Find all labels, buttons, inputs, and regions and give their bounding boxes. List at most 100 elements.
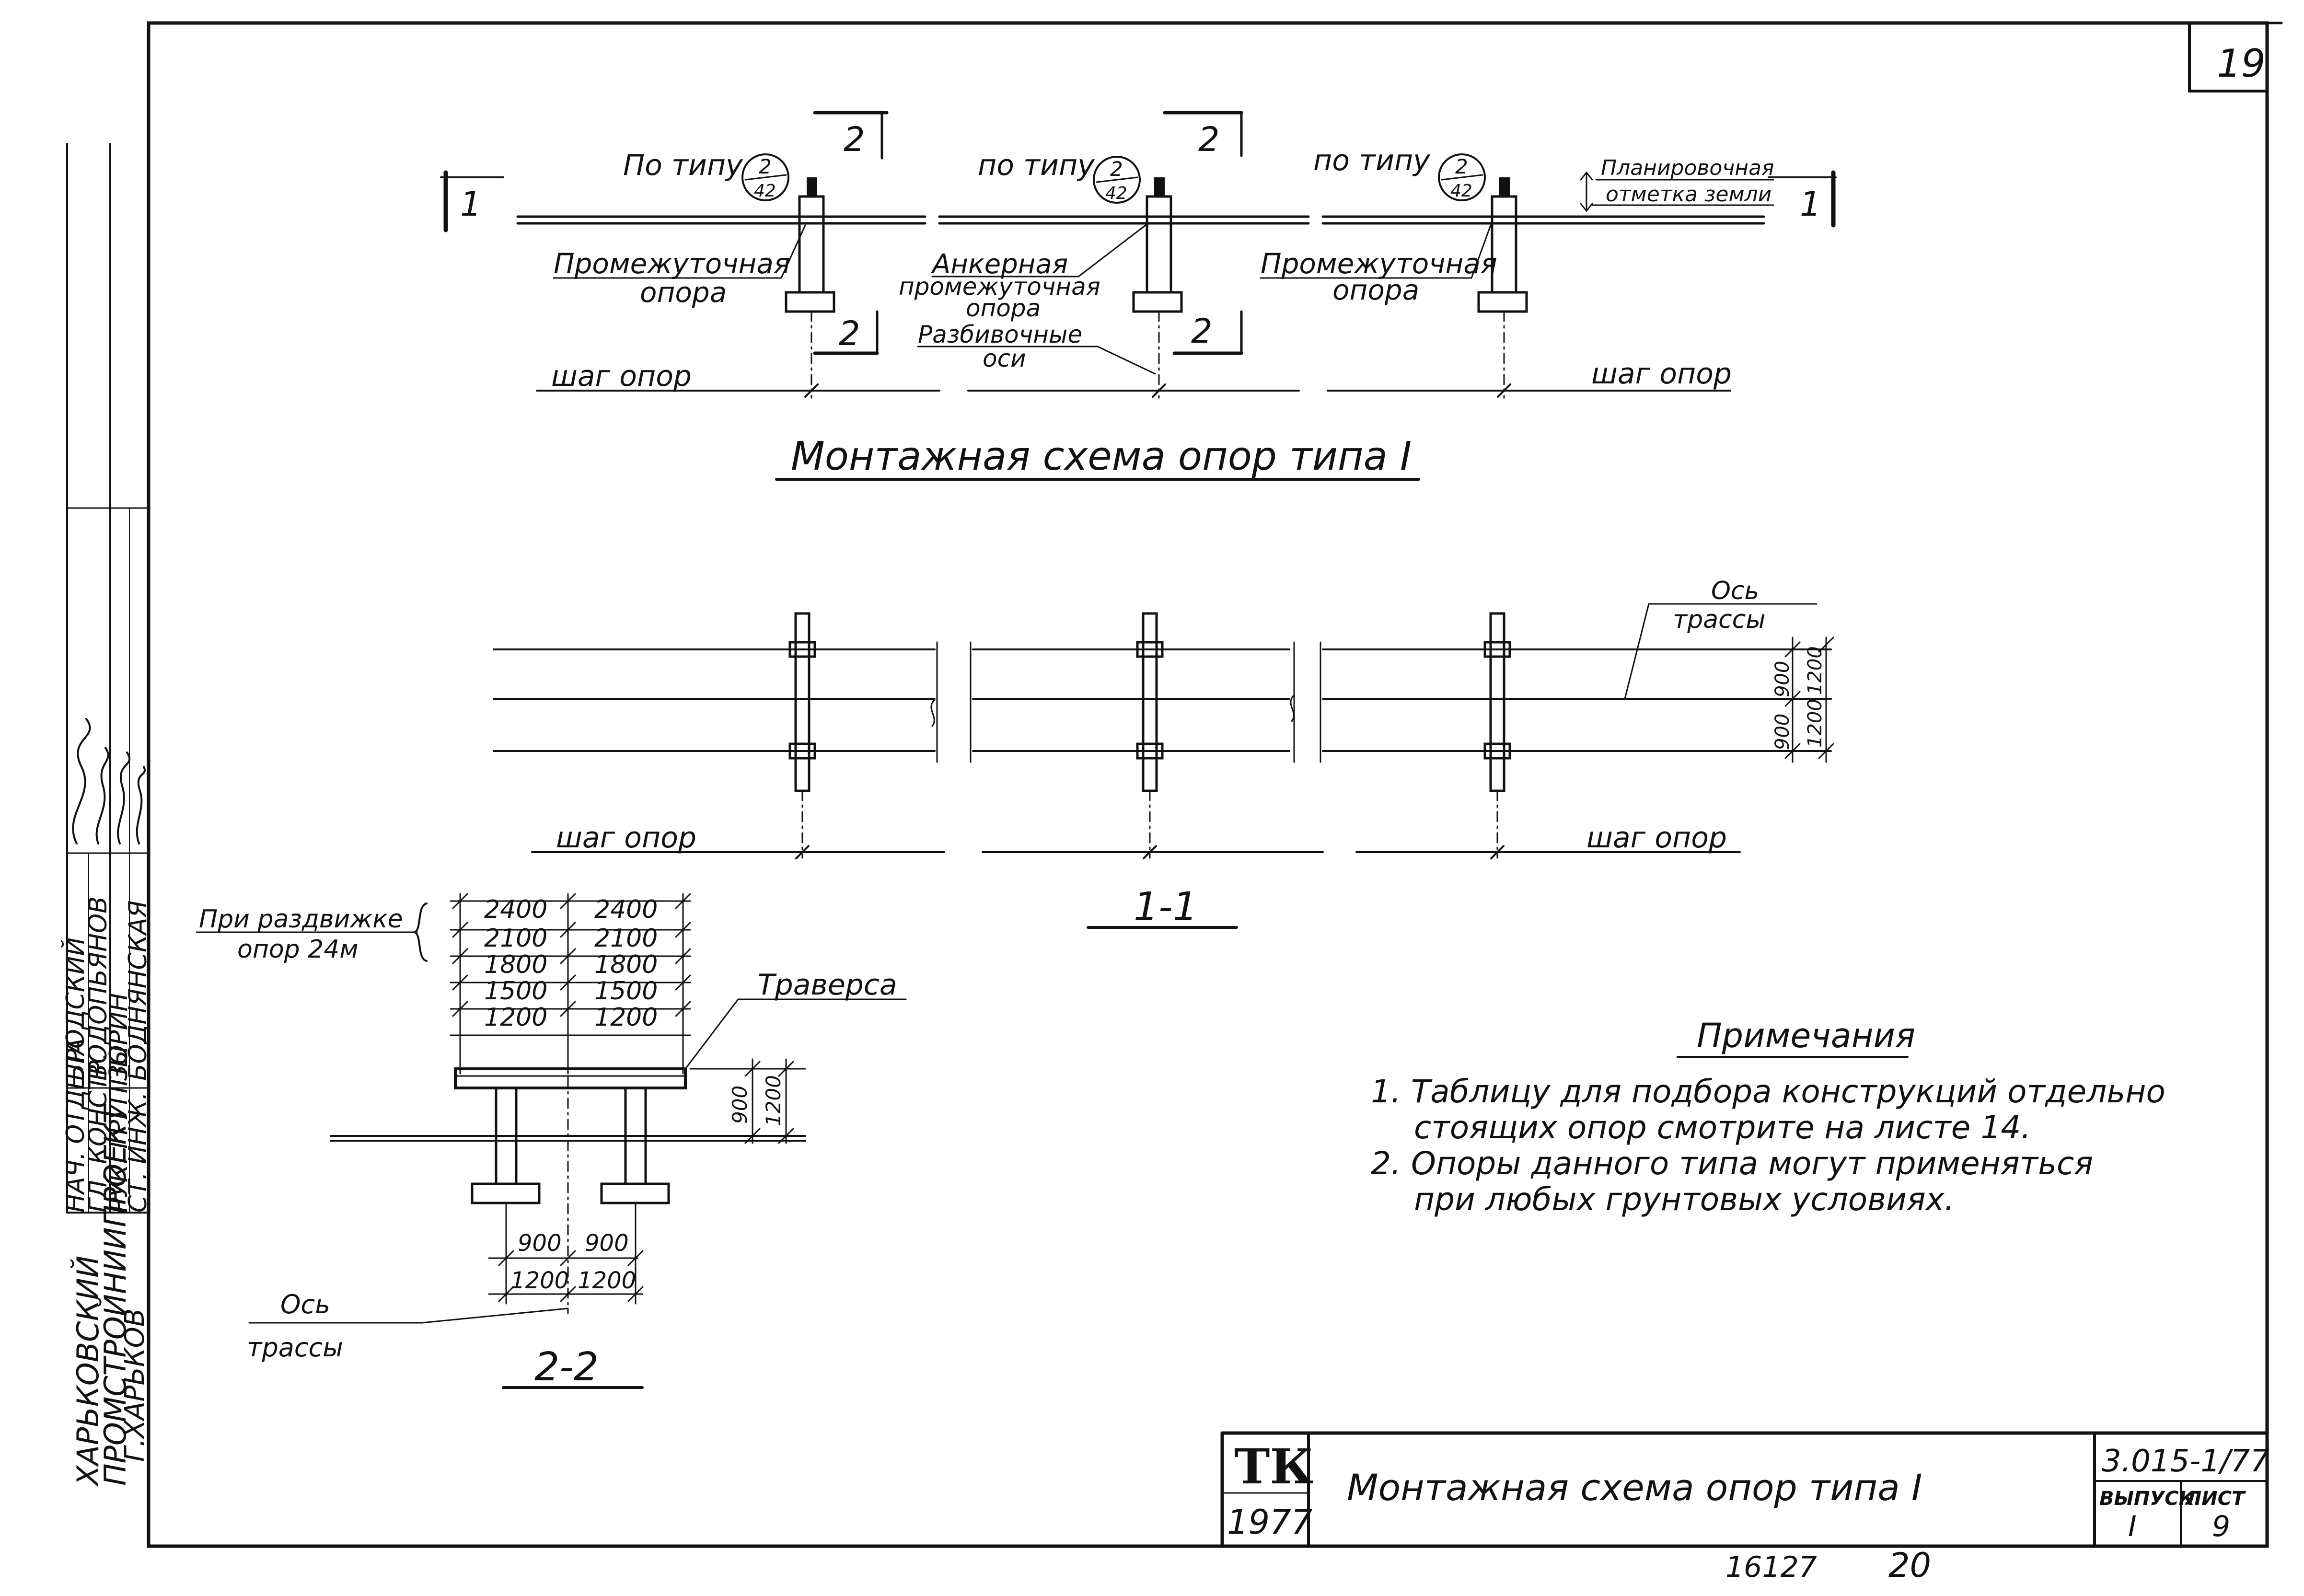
role-1: НАЧ. ОТДЕЛА — [61, 1038, 90, 1213]
s11-dim-1200-b: 1200 — [1804, 699, 1826, 748]
intermediate-support-label-a: Промежуточная — [554, 247, 790, 280]
left-stamp: НАЧ. ОТДЕЛА ГЛ. КОНСТР. РУК. ГРУППЫ СТ. … — [61, 143, 152, 1487]
s11-axis-label-a: Ось — [1711, 577, 1759, 605]
section-2-2: При раздвижке опор 24м 2400 2100 1800 15… — [196, 893, 907, 1390]
s22-horiz-dims — [488, 1250, 644, 1302]
role-2: ГЛ. КОНСТР. — [84, 1052, 113, 1213]
s22-dim-l-2100: 2100 — [484, 924, 547, 953]
plan-pitch-dims: шаг опор шаг опор — [536, 357, 1732, 398]
s22-dim-r-2100: 2100 — [594, 924, 658, 953]
traverse-label: Траверса — [757, 968, 897, 1002]
axes-label-a: Разбивочные — [918, 321, 1082, 348]
s22-dim-r-1500: 1500 — [594, 977, 658, 1006]
plan-section-2-b: 2 — [839, 314, 860, 353]
stamp-number-1: 16127 — [1725, 1550, 1817, 1584]
callout-2-num: 2 — [1110, 157, 1123, 181]
stamp-number-2: 20 — [1888, 1546, 1931, 1585]
plan-section-2-d: 2 — [1191, 312, 1213, 351]
axes-label-b: оси — [983, 345, 1026, 372]
s22-dim-1200-right: 1200 — [578, 1267, 636, 1294]
anchor-label-a: Анкерная — [931, 249, 1068, 280]
plan-pitch-right: шаг опор — [1591, 357, 1732, 391]
s22-dim-900-right: 900 — [585, 1230, 629, 1257]
callout-2-sheet: 42 — [1105, 184, 1127, 203]
s22-axis-label-b: трассы — [247, 1332, 343, 1363]
plan-section-2-a: 2 — [844, 120, 865, 159]
note-line-2: стоящих опор смотрите на листе 14. — [1414, 1109, 2031, 1146]
note-line-4: при любых грунтовых условиях. — [1414, 1181, 1955, 1218]
anchor-label-b: промежуточная — [899, 273, 1100, 301]
frame-2 — [1136, 612, 1164, 859]
s22-axis-label-a: Ось — [280, 1289, 330, 1319]
sheet-title: Монтажная схема опор типа I — [1347, 1466, 1922, 1509]
issue-value: I — [2128, 1510, 2137, 1543]
name-1: БРОДСКИЙ — [61, 937, 90, 1081]
sheet-label: ЛИСТ — [2185, 1488, 2246, 1510]
notes-heading: Примечания — [1697, 1016, 1915, 1055]
s11-axis-label-b: трассы — [1673, 605, 1765, 634]
s22-dim-900-left: 900 — [518, 1230, 562, 1257]
s22-dim-r-1800: 1800 — [594, 950, 658, 979]
grade-label-b: отметка земли — [1606, 182, 1771, 207]
s22-dim-900-vert: 900 — [728, 1086, 752, 1124]
org-city: Г.ХАРЬКОВ — [119, 1308, 151, 1462]
by-type-label-2: по типу — [978, 149, 1095, 182]
s22-dim-1200-vert: 1200 — [762, 1075, 785, 1126]
signatures — [72, 718, 146, 844]
s22-dim-r-2400: 2400 — [594, 895, 658, 924]
section-1-1: Ось трассы 900 900 1200 1200 шаг опор ша… — [493, 577, 1834, 930]
intermediate-support-label-b: опора — [640, 276, 727, 309]
s11-label: 1-1 — [1134, 884, 1198, 930]
s22-dim-l-1800: 1800 — [484, 950, 547, 979]
plan-support-3 — [1477, 177, 1528, 399]
s11-dims — [1784, 636, 1834, 763]
plan-section-1-left: 1 — [460, 185, 482, 224]
plan-view: 1 1 2 — [440, 111, 1837, 481]
plan-section-2-c: 2 — [1198, 120, 1220, 159]
title-block: ТК 1977 Монтажная схема опор типа I 3.01… — [1220, 1431, 2269, 1585]
callout-1-sheet: 42 — [754, 181, 776, 201]
by-type-label-3: по типу — [1313, 144, 1431, 177]
s22-dim-1200-left: 1200 — [510, 1267, 569, 1294]
role-3: РУК. ГРУППЫ — [104, 1046, 133, 1213]
frame-1 — [788, 612, 816, 859]
s22-dim-l-1500: 1500 — [484, 977, 547, 1006]
name-3: ЗОРИН — [104, 993, 133, 1081]
intermediate-support-label-c: Промежуточная — [1261, 247, 1497, 280]
name-2: ВОДОПЬЯНОВ — [84, 896, 113, 1081]
by-type-label-1: По типу — [623, 149, 743, 182]
s11-pitch-left: шаг опор — [556, 821, 696, 855]
plan-support-2 — [1132, 177, 1183, 399]
doc-code: 3.015-1/77 — [2102, 1444, 2269, 1479]
note-line-1: 1. Таблицу для подбора конструкций отдел… — [1371, 1073, 2165, 1110]
plan-section-1-right: 1 — [1800, 185, 1821, 224]
plan-support-1 — [785, 177, 835, 399]
year: 1977 — [1227, 1503, 1312, 1542]
notes: Примечания 1. Таблицу для подбора констр… — [1371, 1016, 2165, 1218]
note-line-3: 2. Опоры данного типа могут применяться — [1371, 1145, 2093, 1182]
callout-1-num: 2 — [759, 155, 772, 178]
grade-label-a: Планировочная — [1601, 156, 1774, 180]
s22-dim-r-1200: 1200 — [594, 1003, 658, 1032]
anchor-label-c: опора — [966, 294, 1041, 322]
s22-vert-dims — [689, 1058, 806, 1144]
sheet-frame: 19 — [147, 21, 2283, 1548]
s11-dim-1200-a: 1200 — [1804, 646, 1826, 695]
org-name-line2: ПРОМСТРОЙНИИПРОЕКТ — [97, 1104, 133, 1486]
frame-3 — [1483, 612, 1511, 859]
s11-dim-900-b: 900 — [1771, 714, 1794, 750]
s22-dim-l-1200: 1200 — [484, 1003, 547, 1032]
plan-heading: Монтажная схема опор типа I — [791, 434, 1412, 479]
plan-callouts: По типу 2 42 по типу 2 42 по типу 2 42 — [623, 144, 1486, 204]
plan-pitch-left: шаг опор — [551, 359, 692, 393]
role-4: СТ. ИНЖ. — [124, 1092, 152, 1213]
s11-dim-900-a: 900 — [1771, 661, 1794, 697]
issue-label: ВЫПУСК — [2099, 1488, 2196, 1510]
s22-dim-l-2400: 2400 — [484, 895, 547, 924]
plan-section-2-markers: 2 2 2 2 — [813, 111, 1243, 355]
org-name-line1: ХАРЬКОВСКИЙ — [70, 1256, 105, 1487]
callout-3-sheet: 42 — [1450, 181, 1472, 201]
s22-spread-label-b: опор 24м — [237, 935, 359, 964]
callout-3-num: 2 — [1455, 155, 1468, 178]
